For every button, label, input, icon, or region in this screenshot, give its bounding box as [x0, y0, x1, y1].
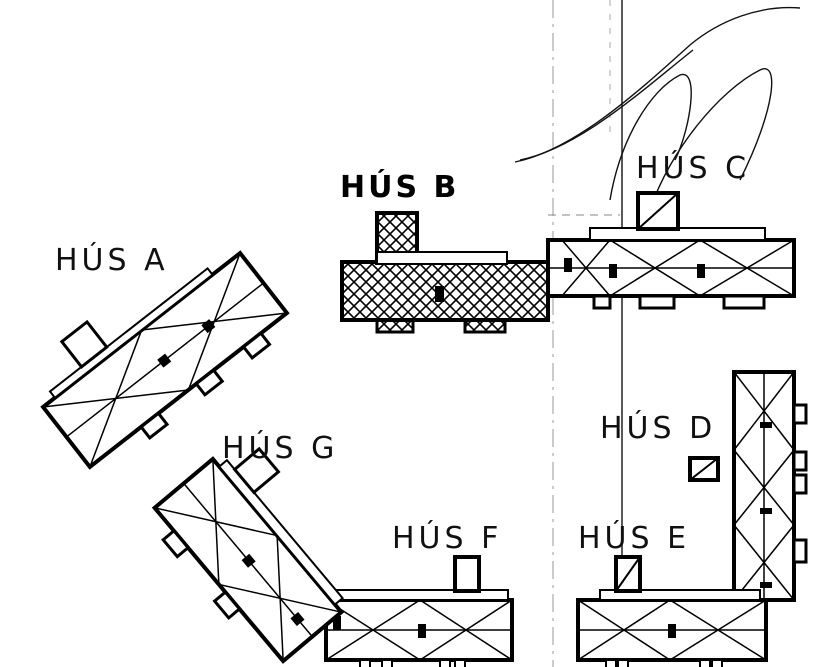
label-hus-a: HÚS A	[55, 241, 169, 278]
label-hus-b: HÚS B	[340, 168, 459, 205]
label-hus-e: HÚS E	[578, 519, 690, 556]
label-hus-c: HÚS C	[636, 149, 750, 186]
building-g	[151, 446, 345, 664]
building-d	[688, 370, 808, 602]
building-b	[340, 211, 550, 334]
label-hus-g: HÚS G	[222, 429, 338, 466]
signature-scrawl	[514, 6, 801, 211]
building-c	[546, 191, 796, 310]
building-e	[576, 555, 768, 667]
building-a	[40, 250, 290, 470]
reference-lines	[548, 0, 623, 667]
building-f	[324, 555, 514, 667]
label-hus-d: HÚS D	[600, 409, 716, 446]
label-hus-f: HÚS F	[392, 519, 502, 556]
